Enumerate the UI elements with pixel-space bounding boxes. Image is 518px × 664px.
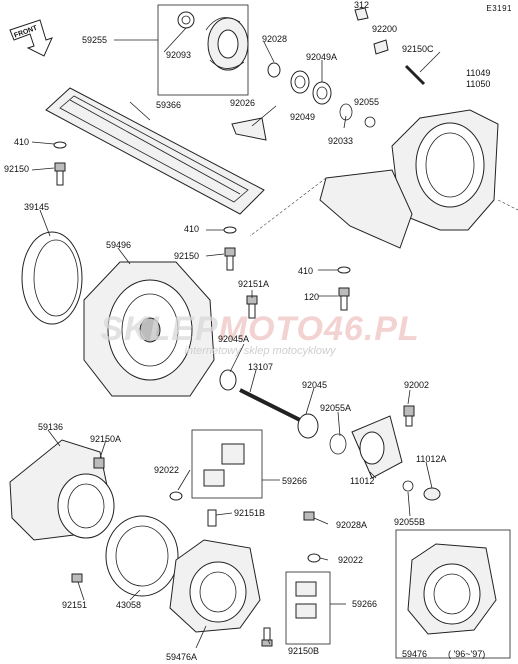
drive-shaft [219,369,347,455]
part-label-years: ( '96~'97) [448,649,486,659]
part-label-92033: 92033 [328,136,354,146]
steering-nozzle-lower [169,539,273,647]
part-label-92028A: 92028A [336,520,368,530]
part-label-92022-b: 92022 [338,555,364,565]
part-label-59476A: 59476A [166,652,198,662]
part-label-39145: 39145 [24,202,50,212]
part-label-92022-a: 92022 [154,465,180,475]
part-label-92151A: 92151A [238,279,270,289]
part-label-92045A: 92045A [218,334,250,344]
stud-bolt [404,64,426,86]
part-label-92150A: 92150A [90,434,122,444]
part-label-59266-b: 59266 [352,599,378,609]
bolts-washers [53,141,351,319]
rubber-seal-ring [21,231,83,325]
pump-cap [351,405,441,501]
part-label-92151B: 92151B [234,508,266,518]
part-label-13107: 13107 [248,362,274,372]
front-arrow-icon [9,19,53,57]
nozzle-ring [71,515,179,597]
diagram-code: E3191 [486,4,512,13]
pump-case-upper [249,109,518,249]
part-label-92150B: 92150B [288,646,320,656]
part-label-92055B: 92055B [394,517,426,527]
part-label-11012A: 11012A [416,454,447,464]
part-label-312: 312 [354,0,370,10]
steering-nozzle-upper [9,439,115,541]
part-label-59496: 59496 [106,240,132,250]
bearing-seals [231,7,389,141]
part-label-59136: 59136 [38,422,64,432]
part-label-92200: 92200 [372,24,398,34]
part-label-92093: 92093 [166,50,192,60]
part-label-92002: 92002 [404,380,430,390]
part-label-410-a: 410 [14,137,30,147]
impeller-assembly-box [157,4,249,96]
deflector-parts-box-2 [285,571,331,645]
part-label-11012: 11012 [350,476,375,486]
part-label-59266-a: 59266 [282,476,308,486]
deflector-parts-box [169,429,321,563]
part-label-92045: 92045 [302,380,328,390]
leader-lines [31,27,441,649]
mounting-plate [45,87,265,215]
part-label-92026: 92026 [230,98,256,108]
part-label-92151: 92151 [62,600,88,610]
part-label-59476: 59476 [402,649,428,659]
part-label-410-c: 410 [298,266,314,276]
part-label-92049: 92049 [290,112,316,122]
part-label-120: 120 [304,292,320,302]
part-label-92055: 92055 [354,97,380,107]
part-label-59366: 59366 [156,100,182,110]
part-label-43058: 43058 [116,600,142,610]
part-label-92055A: 92055A [320,403,352,413]
part-label-92028: 92028 [262,34,288,44]
part-label-59255: 59255 [82,35,108,45]
part-label-92150C: 92150C [402,44,434,54]
part-label-92150-b: 92150 [174,251,200,261]
part-label-92049A: 92049A [306,52,338,62]
part-label-11049: 11049 [466,68,491,78]
part-label-92150-a: 92150 [4,164,30,174]
nozzle-variant-box [395,529,511,659]
part-label-11050: 11050 [466,79,491,89]
part-label-410-b: 410 [184,224,200,234]
pump-housing [83,261,215,397]
